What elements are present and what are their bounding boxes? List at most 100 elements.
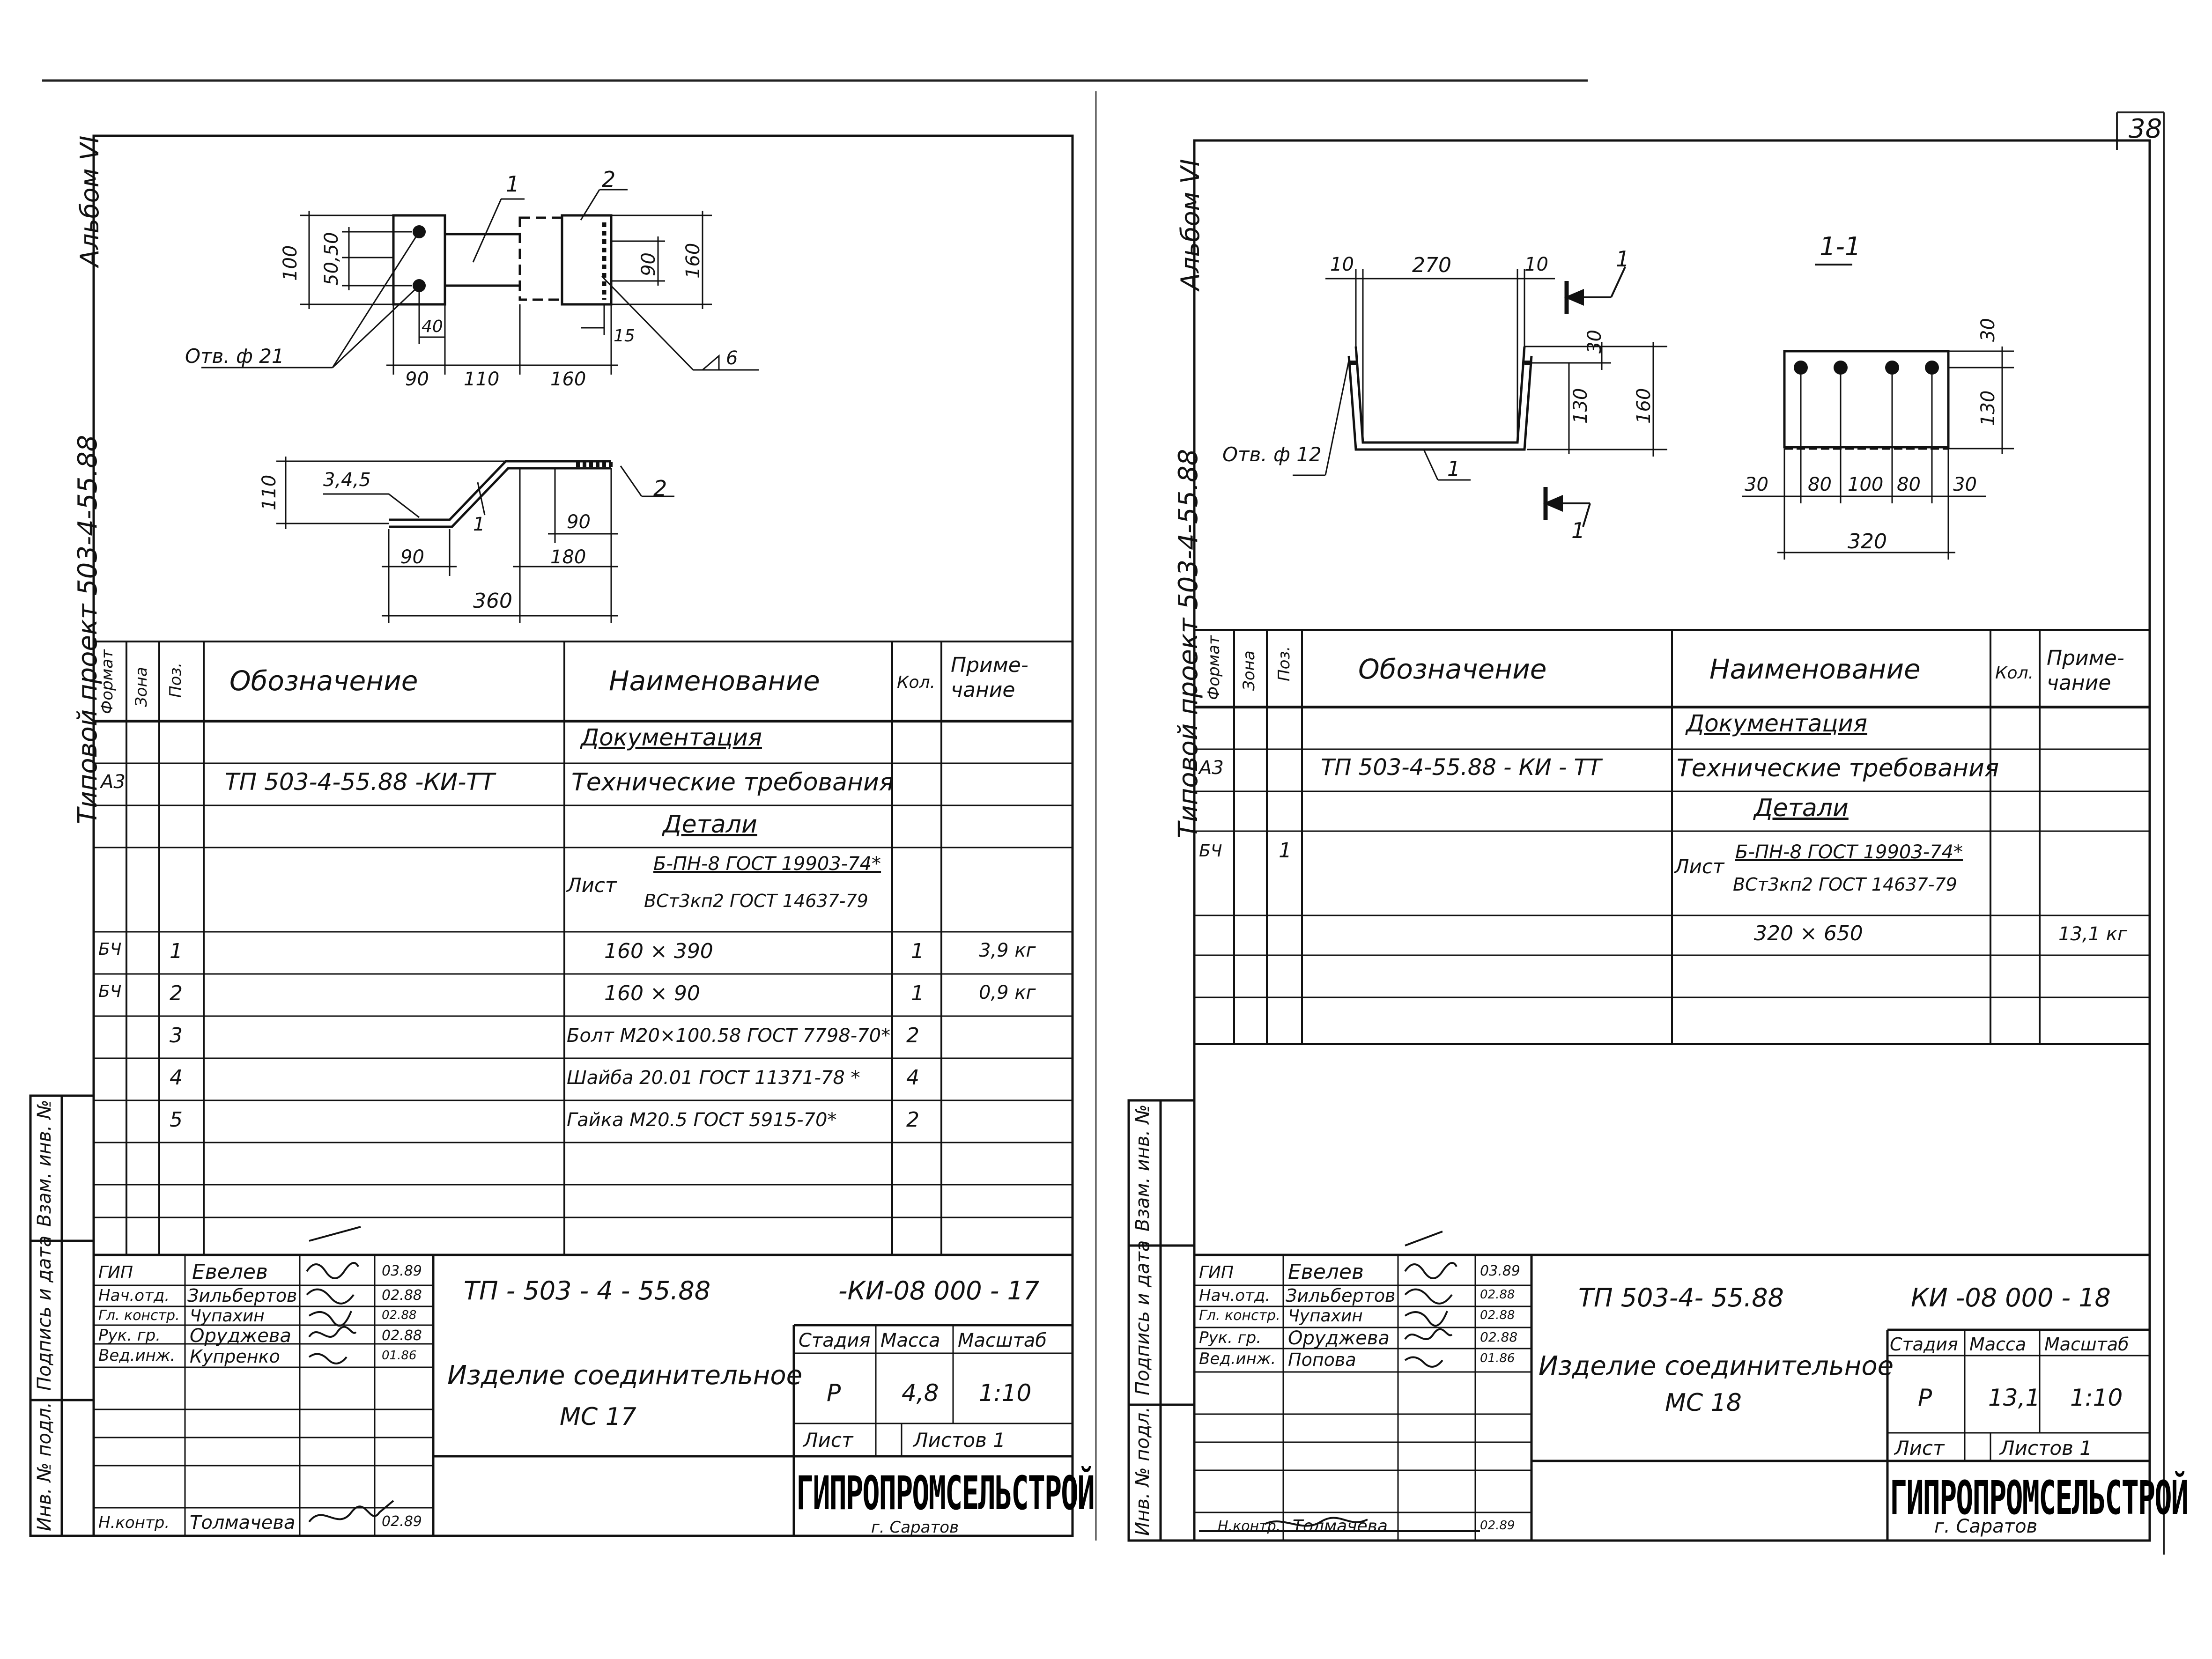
r-date-0: 03.89 — [1480, 1263, 1520, 1279]
r4-pos: 4 — [170, 1066, 183, 1090]
row-sheet-label: Лист — [567, 874, 617, 897]
front-pos-1: 1 — [1447, 457, 1460, 481]
dim-15: 15 — [614, 326, 635, 346]
role-nach: Нач.отд. — [98, 1286, 170, 1305]
r3-qty: 2 — [906, 1024, 919, 1047]
date-2: 02.88 — [382, 1308, 417, 1322]
r1-name: 160 × 390 — [604, 939, 713, 963]
r-date-8: 02.89 — [1480, 1519, 1515, 1533]
side-dim-180: 180 — [550, 546, 586, 568]
front-dim-10a: 10 — [1330, 254, 1354, 275]
r5-qty: 2 — [906, 1108, 919, 1132]
left-doc-code: ТП - 503 - 4 - 55.88 — [464, 1276, 711, 1305]
section-dim-100: 100 — [1848, 474, 1884, 495]
role-glkonstr: Гл. констр. — [98, 1307, 180, 1324]
r-hdr-note: Приме- чание — [2047, 646, 2124, 695]
role-gip: ГИП — [98, 1263, 133, 1282]
left-sheet-label: Лист — [803, 1429, 853, 1452]
r-name-chupakhin: Чупахин — [1288, 1306, 1363, 1326]
right-sheet-code: КИ -08 000 - 18 — [1911, 1283, 2111, 1312]
left-scale: 1:10 — [979, 1379, 1032, 1407]
left-stage-label: Стадия — [799, 1330, 871, 1351]
r-date-4: 01.86 — [1480, 1351, 1515, 1365]
front-cut-bottom: 1 — [1571, 518, 1585, 543]
r-row1-pos: 1 — [1279, 839, 1292, 863]
left-city: г. Саратов — [871, 1518, 959, 1537]
right-product-line1: Изделие соединительное — [1539, 1351, 1894, 1381]
row-sheet-spec-top: Б-ПН-8 ГОСТ 19903-74* — [653, 853, 881, 875]
r1-format: БЧ — [98, 940, 122, 959]
r-date-2: 02.88 — [1480, 1308, 1515, 1322]
r-role-glkonstr: Гл. констр. — [1199, 1307, 1280, 1324]
name-chupakhin: Чупахин — [190, 1306, 265, 1326]
side-dim-90a: 90 — [400, 546, 424, 568]
r-row-documentation: Документация — [1686, 710, 1867, 737]
left-sheets-label: Листов 1 — [913, 1429, 1006, 1452]
section-dim-80a: 80 — [1808, 474, 1832, 495]
plan-pos-2: 2 — [602, 167, 616, 192]
side-dim-360: 360 — [473, 589, 512, 613]
left-product-line1: Изделие соединительное — [447, 1360, 803, 1391]
right-scale-label: Масштаб — [2044, 1334, 2129, 1355]
left-sheet-code: -КИ-08 000 - 17 — [838, 1276, 1040, 1305]
section-dim-30b: 30 — [1953, 474, 1977, 495]
row-tech-format: А3 — [101, 771, 126, 793]
section-dim-80b: 80 — [1897, 474, 1921, 495]
side-drawing — [389, 460, 614, 528]
hdr-qty: Кол. — [897, 673, 936, 692]
left-product-line2: МС 17 — [560, 1403, 636, 1431]
role-ruk: Рук. гр. — [98, 1326, 161, 1345]
right-stage: Р — [1918, 1384, 1932, 1411]
dim-40: 40 — [422, 317, 443, 336]
name-tolmacheva: Толмачева — [190, 1512, 296, 1534]
right-city: г. Саратов — [1934, 1516, 2038, 1537]
front-dim-270: 270 — [1412, 253, 1451, 277]
r-name-popova: Попова — [1288, 1349, 1356, 1370]
r5-pos: 5 — [170, 1108, 183, 1132]
r2-qty: 1 — [911, 981, 924, 1005]
r-role-gip: ГИП — [1199, 1263, 1234, 1282]
r-row-tech-designation: ТП 503-4-55.88 - КИ - ТТ — [1321, 754, 1602, 781]
right-doc-code: ТП 503-4- 55.88 — [1578, 1283, 1784, 1312]
left-mass-label: Масса — [880, 1330, 940, 1351]
r-hdr-name: Наименование — [1709, 653, 1921, 685]
right-margin-inv: Взам. инв. № — [1132, 1104, 1154, 1231]
right-scale: 1:10 — [2070, 1384, 2123, 1411]
r-hdr-designation: Обозначение — [1358, 653, 1547, 685]
date-3: 02.88 — [382, 1327, 422, 1344]
r1-note: 3,9 кг — [979, 940, 1036, 961]
r-row-sheet-spec-top: Б-ПН-8 ГОСТ 19903-74* — [1735, 841, 1963, 863]
left-signatures — [306, 1226, 394, 1523]
plan-pos-1: 1 — [506, 171, 520, 197]
section-drawing — [1783, 350, 1950, 450]
r-row-sheet-spec-bottom: ВСт3кп2 ГОСТ 14637-79 — [1733, 874, 1957, 895]
r3-name: Болт М20×100.58 ГОСТ 7798-70* — [567, 1025, 891, 1047]
r-row1-format: БЧ — [1199, 841, 1222, 861]
row-details: Детали — [663, 811, 757, 839]
r-row-sheet-label: Лист — [1674, 855, 1724, 878]
r2-pos: 2 — [170, 981, 183, 1005]
hdr-note: Приме- чание — [951, 653, 1028, 702]
r1-pos: 1 — [170, 939, 183, 963]
r2-format: БЧ — [98, 982, 122, 1001]
r-name-orudzheva: Оруджева — [1288, 1327, 1390, 1349]
name-orudzheva: Оруджева — [190, 1325, 291, 1347]
date-1: 02.88 — [382, 1287, 422, 1304]
row-documentation: Документация — [581, 724, 762, 751]
section-title: 1-1 — [1820, 232, 1861, 261]
right-product-line2: МС 18 — [1665, 1389, 1742, 1417]
date-4: 01.86 — [382, 1349, 417, 1363]
r2-note: 0,9 кг — [979, 982, 1036, 1003]
role-ved: Вед.инж. — [98, 1346, 176, 1365]
weld-label: 6 — [726, 347, 738, 369]
left-scale-label: Масштаб — [958, 1330, 1047, 1351]
hdr-name: Наименование — [609, 665, 820, 697]
r-name-evelev: Евелев — [1288, 1260, 1364, 1284]
front-cut-top: 1 — [1616, 246, 1630, 272]
side-pos-2: 2 — [653, 476, 667, 501]
left-stage: Р — [827, 1379, 841, 1407]
